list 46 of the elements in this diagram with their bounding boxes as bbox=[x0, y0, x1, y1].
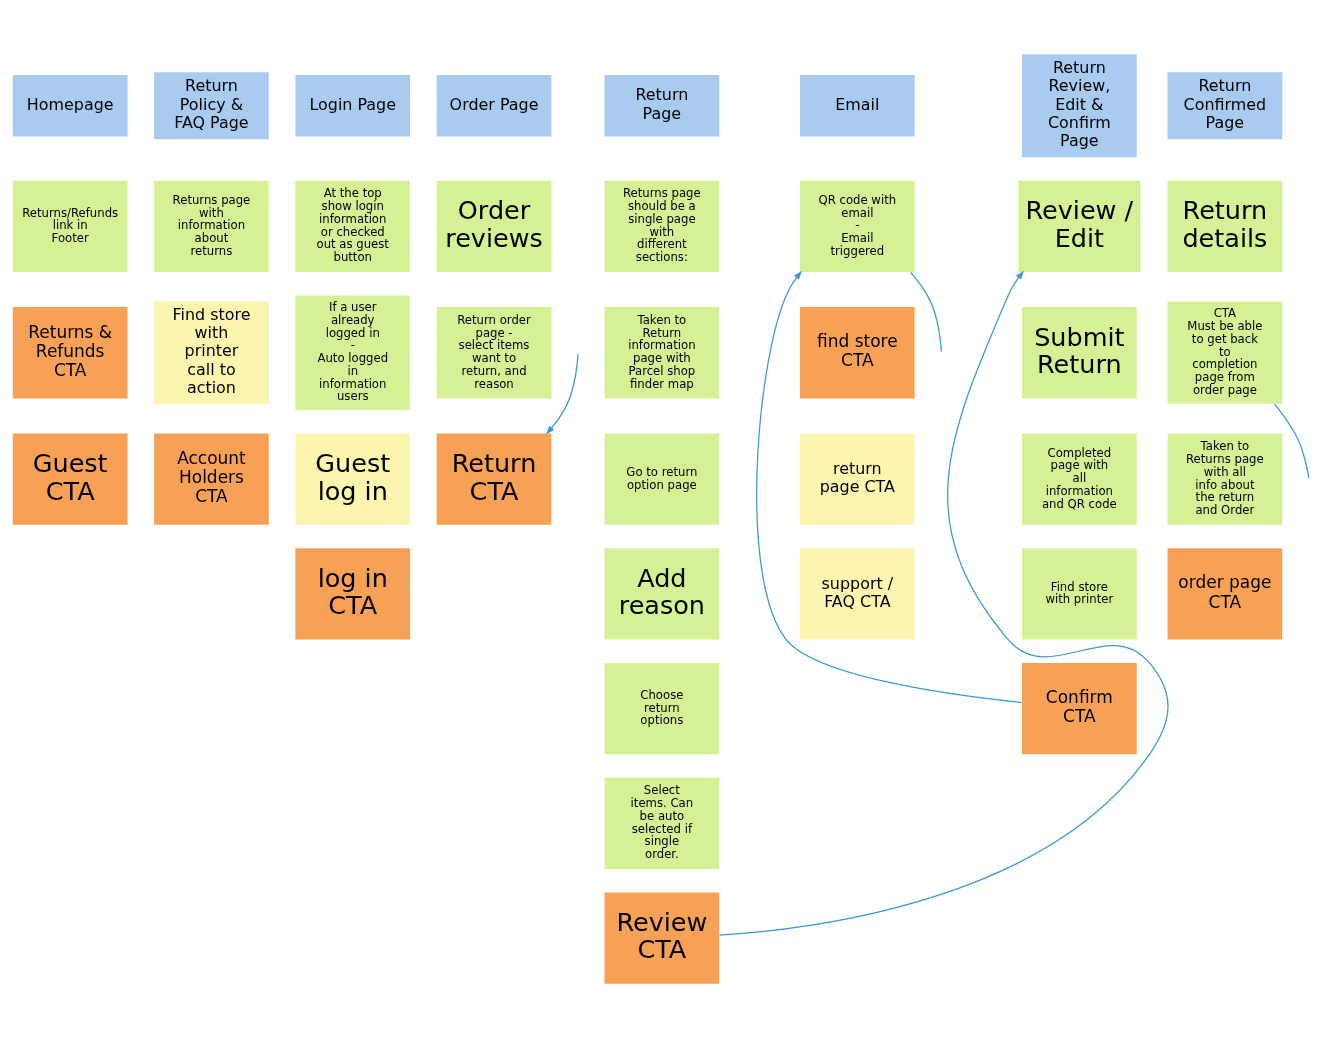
node-box: CTA Must be able to get back to completion page from order page bbox=[1167, 301, 1283, 404]
node-box: find store CTA bbox=[799, 307, 915, 399]
node-box: Go to return option page bbox=[604, 433, 720, 525]
node-box: Return Policy & FAQ Page bbox=[154, 72, 269, 140]
node-box: support / FAQ CTA bbox=[799, 548, 915, 640]
node-box: Guest log in bbox=[295, 433, 411, 525]
node-box: At the top show login information or checked out as guest button bbox=[295, 180, 411, 272]
node-box: Submit Return bbox=[1022, 307, 1137, 399]
node-box: Login Page bbox=[295, 74, 411, 137]
node-box: Email bbox=[799, 74, 915, 137]
node-box: Review / Edit bbox=[1018, 180, 1141, 272]
connector bbox=[1274, 403, 1310, 479]
node-box: Guest CTA bbox=[12, 433, 128, 525]
node-box: return page CTA bbox=[799, 433, 915, 525]
arrow bbox=[546, 353, 579, 435]
node-box: Add reason bbox=[604, 548, 720, 640]
node-box: Return CTA bbox=[436, 433, 552, 525]
node-box: Review CTA bbox=[604, 892, 720, 984]
node-box: Confirm CTA bbox=[1022, 662, 1137, 755]
node-box: Completed page with all information and QR code bbox=[1022, 433, 1137, 525]
node-box: Return Page bbox=[604, 74, 720, 137]
node-box: Returns page with information about returns bbox=[154, 180, 269, 272]
node-box: Order reviews bbox=[436, 180, 552, 272]
node-box: If a user already logged in - Auto logged in information users bbox=[295, 295, 411, 411]
node-box: Homepage bbox=[12, 74, 128, 137]
connector bbox=[909, 271, 942, 353]
node-box: Return details bbox=[1167, 180, 1283, 272]
node-box: Find store with printer call to action bbox=[154, 301, 269, 405]
node-box: Find store with printer bbox=[1022, 548, 1137, 640]
node-box: Select items. Can be auto selected if single order. bbox=[604, 777, 720, 869]
node-box: QR code with email - Email triggered bbox=[799, 180, 915, 272]
node-box: Return order page - select items want to return, and reason bbox=[436, 307, 552, 399]
node-box: Choose return options bbox=[604, 662, 720, 755]
node-box: Returns page should be a single page with different sections: bbox=[604, 180, 720, 272]
node-box: order page CTA bbox=[1167, 548, 1283, 640]
node-box: Order Page bbox=[436, 74, 552, 137]
node-box: Returns/Refunds link in Footer bbox=[12, 180, 128, 272]
node-box: Account Holders CTA bbox=[154, 433, 269, 525]
node-box: Taken to Returns page with all info about the return and Order bbox=[1167, 433, 1283, 525]
arrow bbox=[718, 270, 1169, 936]
node-box: Return Confirmed Page bbox=[1167, 72, 1283, 140]
node-box: Returns & Refunds CTA bbox=[12, 307, 128, 399]
node-box: Return Review, Edit & Confirm Page bbox=[1022, 54, 1137, 158]
node-box: Taken to Return information page with Parcel shop finder map bbox=[604, 307, 720, 399]
arrow bbox=[756, 270, 1023, 704]
node-box: log in CTA bbox=[295, 548, 411, 640]
